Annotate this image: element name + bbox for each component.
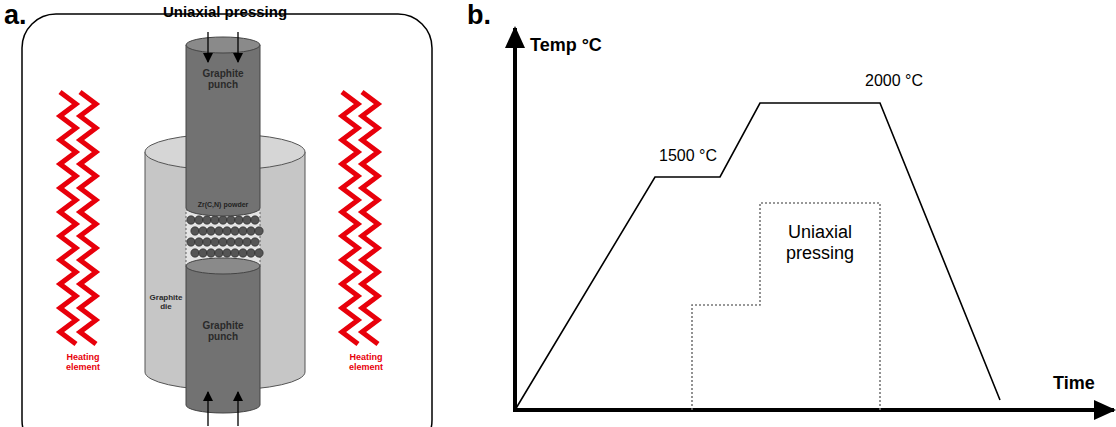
text-label: b. [467, 0, 491, 31]
text-label: 2000 °C [865, 72, 923, 90]
text-label: a. [4, 0, 27, 31]
text-label: Temp °C [530, 35, 602, 56]
text-label: Heating element [58, 352, 108, 373]
text-label: Zr(C,N) powder [198, 201, 249, 209]
punch-box: Graphite punch [188, 318, 258, 344]
text-label: Time [1053, 373, 1095, 394]
part-label: Graphite punch [188, 68, 258, 90]
panel-frame [22, 14, 432, 427]
axis [513, 28, 1114, 412]
force-arrow [208, 32, 238, 426]
text-label: 1500 °C [659, 147, 717, 165]
part-label: Graphite punch [188, 320, 258, 342]
text-label: Uniaxial pressing [163, 3, 287, 20]
text-label: Heating element [341, 352, 391, 373]
punch-box: Graphite punch [188, 66, 258, 92]
punch-bottom [186, 258, 260, 413]
pressure-profile [692, 203, 880, 410]
punch-top [186, 37, 260, 216]
temperature-curve [515, 103, 1000, 410]
text-label: Uniaxial pressing [770, 222, 870, 263]
part-label: Graphite die [147, 294, 185, 312]
die-box: Graphite die [147, 290, 185, 316]
